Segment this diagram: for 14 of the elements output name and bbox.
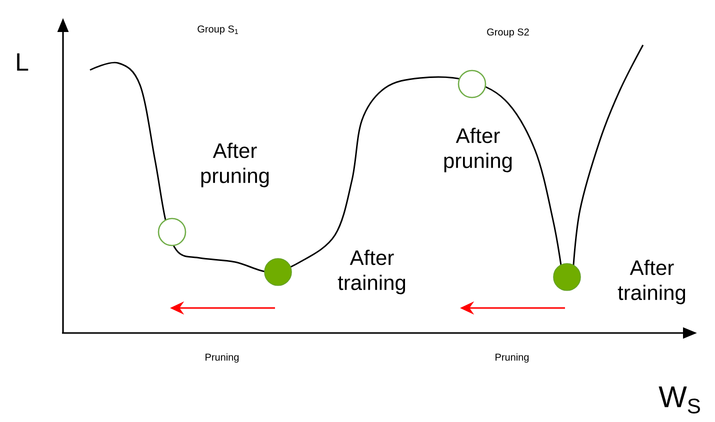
filled-marker [264, 258, 292, 286]
annotation: After pruning [444, 128, 512, 172]
arrow-label: Pruning [206, 353, 239, 363]
group-label: Group S2 [487, 28, 529, 38]
group-label: Group S$_{1}$ [198, 25, 238, 35]
axis-label: L [17, 53, 28, 71]
hollow-marker [158, 218, 186, 246]
axis-label: W$_{S}$ [658, 386, 700, 414]
annotation: After training [338, 250, 406, 294]
annotation: After training [618, 260, 686, 304]
hollow-marker [458, 70, 486, 98]
annotation: After pruning [201, 142, 269, 188]
arrow-label: Pruning [496, 353, 529, 363]
filled-marker [553, 263, 581, 291]
